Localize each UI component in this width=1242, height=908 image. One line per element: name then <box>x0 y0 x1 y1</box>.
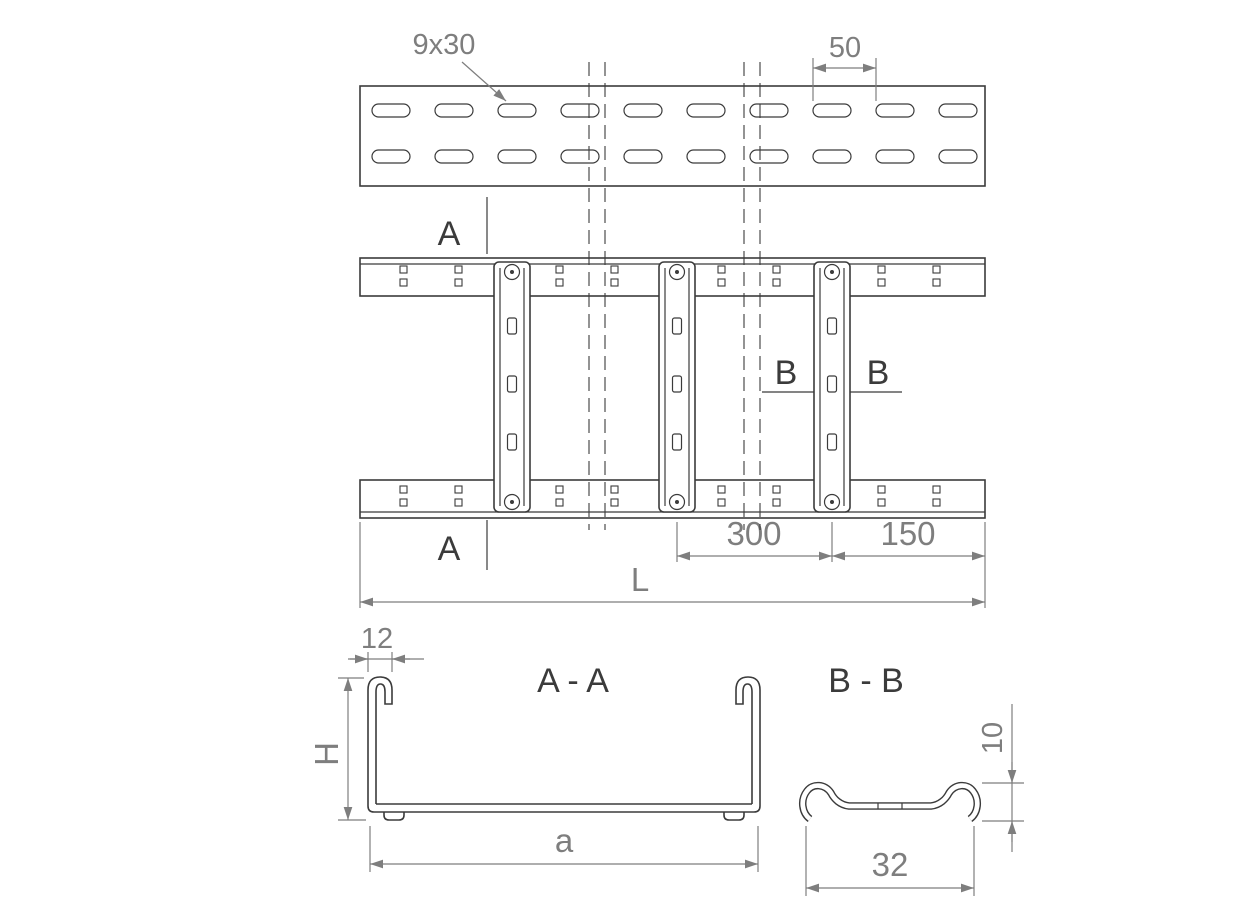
dim-32-label: 32 <box>872 846 909 883</box>
dim-length: L <box>359 522 985 608</box>
slot-hole <box>749 103 789 118</box>
slot-hole <box>434 149 474 164</box>
top-view: 9x30 50 <box>359 29 986 187</box>
dim-150: 150 <box>832 515 986 608</box>
right-foot <box>723 812 745 821</box>
slot-hole <box>497 149 537 164</box>
section-a-label-top: A <box>438 215 461 253</box>
rung <box>813 261 851 513</box>
rung-section-inner <box>800 783 980 821</box>
bb-profile <box>799 781 981 822</box>
dim-a: a <box>369 822 759 872</box>
aa-profile <box>367 676 761 821</box>
section-aa-title: A - A <box>537 662 609 700</box>
left-wall-with-hook <box>367 676 393 813</box>
leader-line <box>461 61 507 102</box>
section-bb-title: B - B <box>828 662 904 700</box>
dim-300: 300 <box>676 515 833 562</box>
side-rail-outline <box>359 85 986 187</box>
section-marker-b-right: B <box>850 354 902 393</box>
section-markers: A A B B <box>438 197 902 570</box>
section-marker-a-bottom: A <box>438 520 488 570</box>
slot-hole <box>875 103 915 118</box>
section-aa-view: A - A 12 H a <box>308 623 761 872</box>
dim-32: 32 <box>805 826 975 896</box>
dim-10: 10 <box>977 704 1024 852</box>
slot-hole <box>371 149 411 164</box>
dim-50: 50 <box>812 32 877 101</box>
slot-hole <box>560 103 600 118</box>
dim-a-label: a <box>555 822 574 859</box>
plan-view: 300 150 L <box>359 257 986 608</box>
slot-hole <box>686 149 726 164</box>
slot-hole <box>812 103 852 118</box>
slot-hole <box>686 103 726 118</box>
section-bb-view: B - B 10 32 <box>799 662 1024 896</box>
section-marker-a-top: A <box>438 197 488 254</box>
slot-hole <box>371 103 411 118</box>
slot-hole <box>497 103 537 118</box>
slot-hole <box>560 149 600 164</box>
dim-300-label: 300 <box>726 515 781 552</box>
slot-callout: 9x30 <box>413 29 507 102</box>
slot-hole <box>623 149 663 164</box>
slot-hole <box>749 149 789 164</box>
dim-height: H <box>308 677 366 821</box>
slot-callout-label: 9x30 <box>413 29 476 61</box>
section-a-label-bottom: A <box>438 530 461 568</box>
pitch-50-label: 50 <box>829 32 861 64</box>
slot-hole <box>938 149 978 164</box>
dim-12: 12 <box>348 623 424 672</box>
section-b-label-left: B <box>775 354 798 392</box>
dim-height-label: H <box>308 742 345 766</box>
left-foot <box>383 812 405 821</box>
dim-10-label: 10 <box>977 722 1009 754</box>
slot-hole <box>434 103 474 118</box>
dim-length-label: L <box>631 561 649 598</box>
slot-hole <box>812 149 852 164</box>
right-wall-with-hook <box>735 676 761 813</box>
slot-hole <box>875 149 915 164</box>
section-b-label-right: B <box>867 354 890 392</box>
break-lines <box>588 62 761 530</box>
dim-150-label: 150 <box>880 515 935 552</box>
slot-hole <box>623 103 663 118</box>
rung <box>658 261 696 513</box>
rung <box>493 261 531 513</box>
slot-hole <box>938 103 978 118</box>
section-marker-b-left: B <box>762 354 814 393</box>
dim-12-label: 12 <box>361 623 393 655</box>
